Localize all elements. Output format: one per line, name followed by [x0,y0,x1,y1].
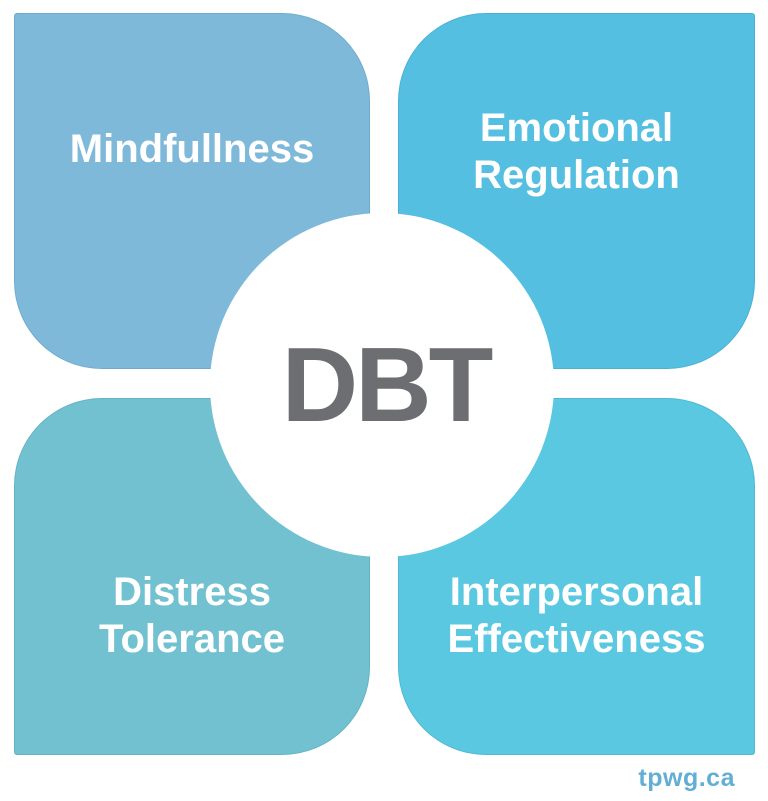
center-dbt-label: DBT [281,326,494,444]
quadrant-emotional-regulation: Emotional Regulation [398,13,755,369]
quadrant-label-line: Interpersonal [449,570,704,614]
quadrant-label-line: Emotional [479,106,674,150]
quadrant-label: Mindfullness [15,126,369,173]
watermark-tpwg: tpwg.ca [638,764,735,792]
quadrant-label: Emotional Regulation [399,105,754,199]
quadrant-label-line: Effectiveness [447,617,706,661]
quadrant-label: Interpersonal Effectiveness [399,569,754,663]
quadrant-label-line: Distress [113,570,271,614]
quadrant-label-line: Tolerance [99,617,285,661]
center-circle: DBT [210,213,554,557]
quadrant-label-line: Mindfullness [69,127,315,171]
quadrant-label-line: Regulation [473,153,680,197]
quadrant-mindfulness: Mindfullness [14,13,370,369]
quadrant-label: Distress Tolerance [15,569,369,663]
quadrant-distress-tolerance: Distress Tolerance [14,398,370,755]
